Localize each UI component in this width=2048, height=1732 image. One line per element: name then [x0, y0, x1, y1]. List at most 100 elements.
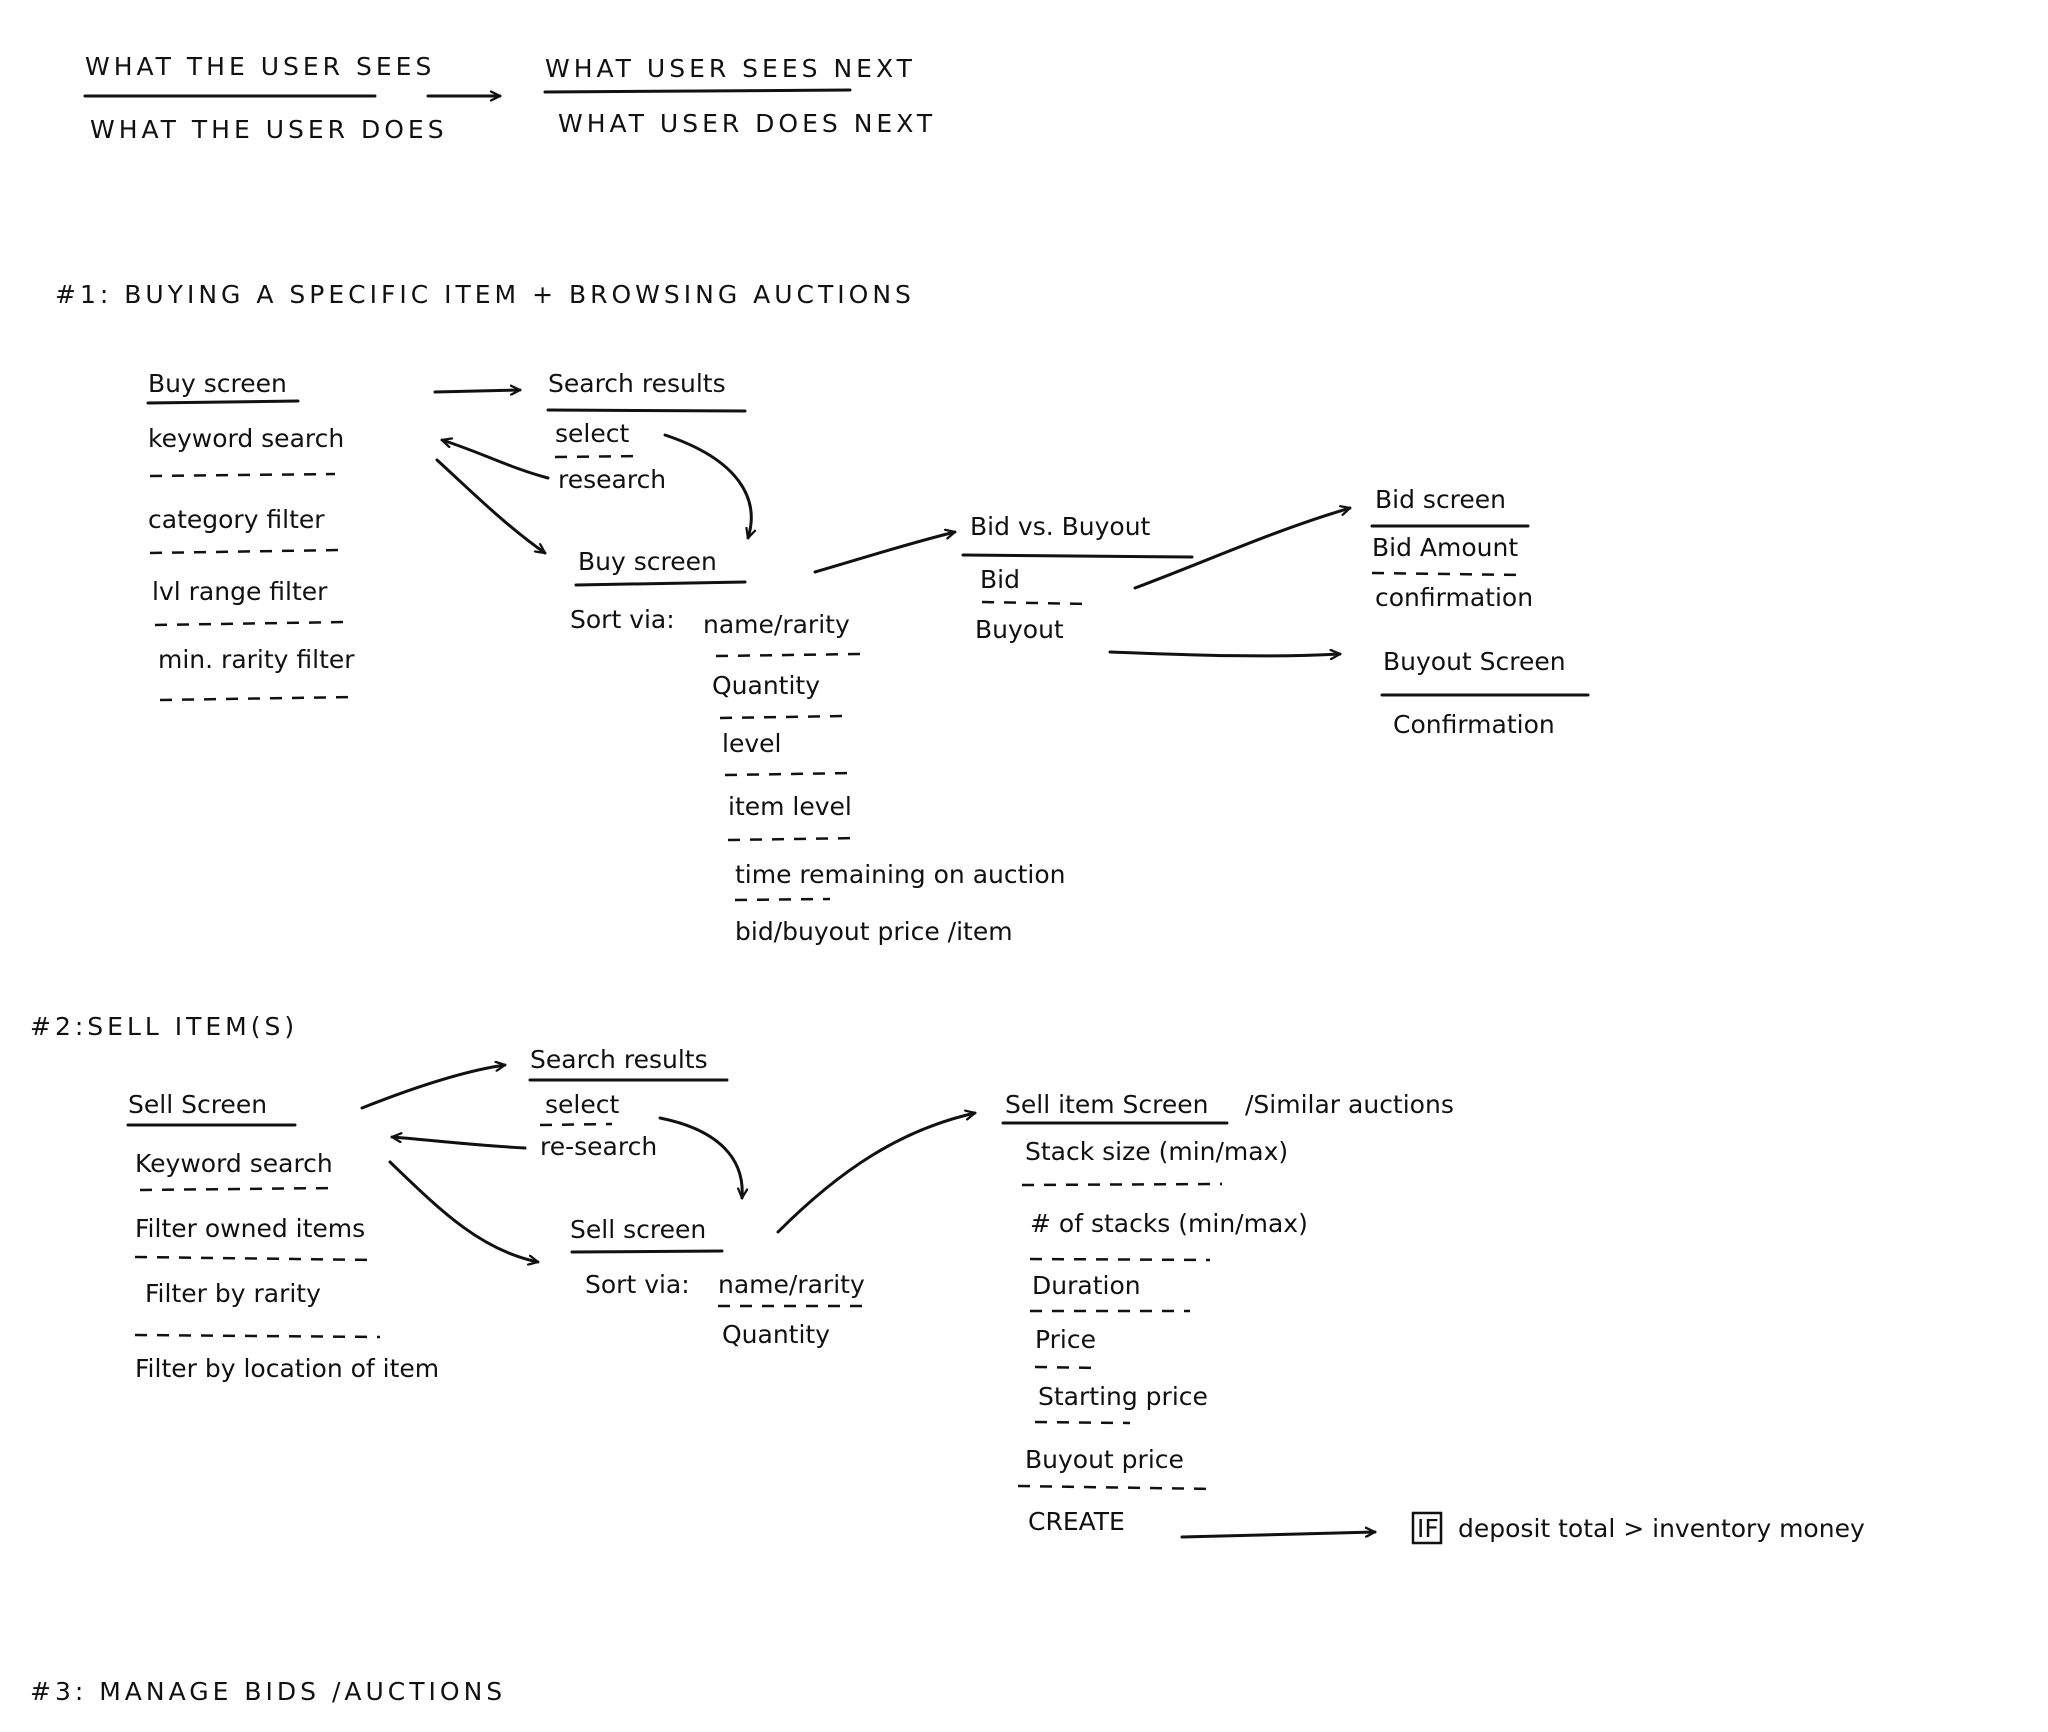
action-filter-location: Filter by location of item: [135, 1354, 439, 1383]
flow2-sell-screen-b: Sell screen Sort via: name/rarity Quanti…: [570, 1215, 865, 1349]
flow2-sell-item-screen: Sell item Screen /Similar auctions Stack…: [1001, 1090, 1454, 1536]
action-divider: [539, 1122, 613, 1127]
arrow-research-back: [390, 1137, 527, 1150]
action-min-rarity-filter: min. rarity filter: [158, 645, 355, 674]
arrow-select-to-buy-screen-b: [663, 433, 751, 538]
node-title-extra: /Similar auctions: [1245, 1090, 1454, 1119]
flow3-title: #3: MANAGE BIDS /AUCTIONS: [30, 1677, 506, 1706]
flow2-sell-screen-a: Sell Screen Keyword search Filter owned …: [126, 1090, 439, 1383]
node-title: Bid screen: [1375, 485, 1506, 514]
action-select: select: [545, 1090, 619, 1119]
arrow-buy-to-buy-screen-b: [435, 458, 545, 555]
arrow-sell-to-sell-item-screen: [776, 1113, 975, 1234]
action-divider: [1017, 1484, 1216, 1491]
legend: WHAT THE USER SEES WHAT THE USER DOES WH…: [83, 52, 936, 144]
action-divider: [719, 714, 846, 720]
sort-bid-buyout-price: bid/buyout price /item: [735, 917, 1013, 946]
action-select: select: [555, 419, 629, 448]
action-re-search: re-search: [540, 1132, 657, 1161]
legend-sees: WHAT THE USER SEES: [85, 52, 435, 81]
node-title: Search results: [548, 369, 726, 398]
title-underline: [146, 399, 300, 405]
sort-label: Sort via:: [570, 605, 675, 634]
if-text: deposit total > inventory money: [1458, 1514, 1865, 1543]
sort-quantity: Quantity: [712, 671, 820, 700]
arrow-select-to-sell-screen-b: [658, 1116, 742, 1200]
node-title: Search results: [530, 1045, 708, 1074]
action-divider: [715, 652, 861, 658]
flow1-search-results: Search results select research: [546, 369, 747, 494]
action-divider: [554, 454, 641, 459]
sort-label: Sort via:: [585, 1270, 690, 1299]
action-divider: [981, 600, 1091, 606]
action-lvl-range-filter: lvl range filter: [152, 577, 328, 606]
action-divider: [727, 836, 861, 842]
action-category-filter: category filter: [148, 505, 325, 534]
node-title: Sell screen: [570, 1215, 706, 1244]
sort-name-rarity: name/rarity: [718, 1270, 865, 1299]
sort-level: level: [722, 729, 781, 758]
title-underline: [546, 408, 747, 413]
action-filter-rarity: Filter by rarity: [145, 1279, 321, 1308]
action-buyout-price: Buyout price: [1025, 1445, 1184, 1474]
node-title: Buy screen: [578, 547, 717, 576]
node-title: Sell item Screen: [1005, 1090, 1208, 1119]
action-divider: [1029, 1257, 1211, 1262]
flow1-bid-vs-buyout: Bid vs. Buyout Bid Buyout: [961, 512, 1194, 644]
flow3: #3: MANAGE BIDS /AUCTIONS: [30, 1677, 506, 1706]
action-divider: [149, 472, 336, 478]
if-badge: IF: [1417, 1514, 1439, 1543]
action-keyword-search: keyword search: [148, 424, 344, 453]
arrow-research-back: [442, 440, 550, 480]
action-research: research: [558, 465, 666, 494]
action-divider: [1034, 1420, 1131, 1425]
flow2-if-note: IF deposit total > inventory money: [1411, 1511, 1865, 1545]
arrow-bid-to-bid-screen: [1133, 508, 1350, 590]
node-title: Bid vs. Buyout: [970, 512, 1151, 541]
title-underline: [570, 1249, 724, 1254]
flow1-buy-screen-b: Buy screen Sort via: name/rarity Quantit…: [570, 547, 1066, 946]
legend-does-next: WHAT USER DOES NEXT: [558, 109, 936, 138]
action-keyword-search: Keyword search: [135, 1149, 333, 1178]
action-divider: [159, 695, 356, 702]
action-confirmation: confirmation: [1375, 583, 1533, 612]
arrow-create-to-if: [1180, 1532, 1377, 1539]
flow2-title: #2:SELL ITEM(S): [30, 1012, 298, 1041]
title-underline: [961, 553, 1194, 559]
arrow-buyout-to-buyout-screen: [1108, 652, 1342, 656]
action-price: Price: [1035, 1325, 1096, 1354]
action-duration: Duration: [1032, 1271, 1141, 1300]
arrow-sell-to-search-results: [360, 1065, 505, 1110]
arrow-buy-to-search-results: [433, 390, 522, 392]
action-bid: Bid: [980, 565, 1020, 594]
legend-does: WHAT THE USER DOES: [90, 115, 448, 144]
action-stack-size: Stack size (min/max): [1025, 1137, 1288, 1166]
sort-item-level: item level: [728, 792, 852, 821]
action-create: CREATE: [1028, 1507, 1125, 1536]
flow1-title: #1: BUYING A SPECIFIC ITEM + BROWSING AU…: [55, 280, 915, 309]
if-badge-box: [1411, 1511, 1443, 1545]
arrow-sell-to-sell-screen-b: [388, 1160, 538, 1262]
action-buyout: Buyout: [975, 615, 1064, 644]
action-divider: [724, 771, 856, 777]
action-confirmation: Confirmation: [1393, 710, 1555, 739]
action-divider: [1034, 1365, 1101, 1370]
legend-divider-next: [543, 88, 852, 94]
sort-name-rarity: name/rarity: [703, 610, 850, 639]
flow1-buy-screen-a: Buy screen keyword search category filte…: [146, 369, 356, 702]
node-title: Buy screen: [148, 369, 287, 398]
flow1: #1: BUYING A SPECIFIC ITEM + BROWSING AU…: [55, 280, 1590, 946]
title-underline: [574, 580, 747, 587]
sort-quantity: Quantity: [722, 1320, 830, 1349]
sort-time-remaining: time remaining on auction: [735, 860, 1066, 889]
action-divider: [134, 1333, 381, 1339]
action-divider: [139, 1186, 336, 1192]
flow2-search-results: Search results select re-search: [528, 1045, 729, 1161]
action-bid-amount: Bid Amount: [1372, 533, 1518, 562]
action-divider: [134, 1255, 376, 1262]
action-divider: [1021, 1182, 1223, 1187]
action-divider: [149, 548, 341, 555]
action-num-stacks: # of stacks (min/max): [1030, 1209, 1308, 1238]
flow1-bid-screen: Bid screen Bid Amount confirmation: [1370, 485, 1533, 612]
